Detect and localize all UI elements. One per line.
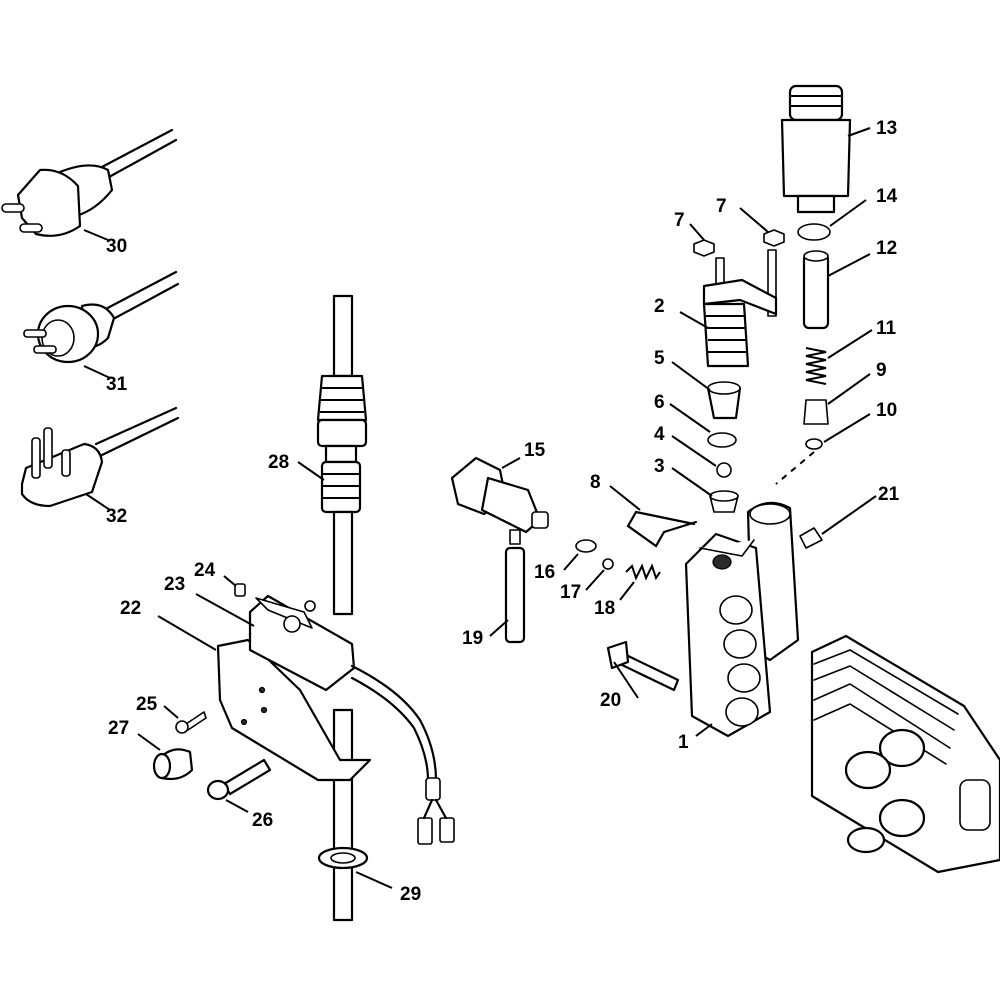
callout-16: 16 xyxy=(534,562,555,583)
ball-4 xyxy=(716,462,732,478)
o-ring-10 xyxy=(805,438,823,450)
spring-18 xyxy=(625,563,661,581)
piston-12 xyxy=(802,250,830,330)
callout-14: 14 xyxy=(876,186,898,207)
callout-1: 1 xyxy=(678,732,689,753)
callout-15: 15 xyxy=(524,440,546,461)
o-ring-16 xyxy=(575,539,597,553)
callout-23: 23 xyxy=(164,574,185,595)
callout-7b: 7 xyxy=(716,196,727,217)
unloader-valve-15 xyxy=(450,456,549,545)
valve-9 xyxy=(803,399,829,425)
callout-3: 3 xyxy=(654,456,665,477)
manifold-1 xyxy=(684,501,800,738)
valve-body-2 xyxy=(702,249,778,368)
callout-7a: 7 xyxy=(674,210,685,231)
pump-head-icon xyxy=(810,634,1000,874)
plug-21 xyxy=(799,527,823,549)
ball-17 xyxy=(602,558,614,570)
fitting-13 xyxy=(780,84,852,214)
callout-29: 29 xyxy=(400,884,421,905)
callout-5: 5 xyxy=(654,348,665,369)
screw-26 xyxy=(206,758,272,801)
callout-27: 27 xyxy=(108,718,129,739)
callout-24: 24 xyxy=(194,560,216,581)
knob-27 xyxy=(152,748,194,781)
nut-7b xyxy=(763,229,785,247)
u-clip-8 xyxy=(626,510,698,548)
bolt-20 xyxy=(606,640,680,692)
callout-6: 6 xyxy=(654,392,665,413)
seat-3 xyxy=(709,490,739,513)
callout-10: 10 xyxy=(876,400,897,421)
callout-9: 9 xyxy=(876,360,887,381)
callout-17: 17 xyxy=(560,582,581,603)
callout-30: 30 xyxy=(106,236,127,257)
callout-11: 11 xyxy=(876,318,897,339)
schuko-plug-icon xyxy=(1,128,178,237)
callout-20: 20 xyxy=(600,690,621,711)
callout-32: 32 xyxy=(106,506,127,527)
screw-25 xyxy=(175,711,207,734)
callout-26: 26 xyxy=(252,810,273,831)
seat-5 xyxy=(706,381,742,420)
callout-13: 13 xyxy=(876,118,897,139)
callout-8: 8 xyxy=(590,472,601,493)
o-ring-14 xyxy=(797,223,831,241)
nut-7a xyxy=(693,239,715,257)
callout-19: 19 xyxy=(462,628,483,649)
callout-25: 25 xyxy=(136,694,158,715)
round-pin-plug-icon xyxy=(23,270,180,364)
small-cap-24 xyxy=(234,583,246,597)
spring-11 xyxy=(805,347,827,385)
pressure-switch xyxy=(248,594,455,845)
callout-labels: 1 2 3 4 5 6 7 7 8 9 10 11 12 13 14 15 16… xyxy=(106,118,900,905)
mounting-bracket xyxy=(216,638,372,782)
leader-lines xyxy=(83,127,877,889)
callout-4: 4 xyxy=(654,424,665,445)
callout-22: 22 xyxy=(120,598,141,619)
callout-28: 28 xyxy=(268,452,289,473)
assembly-axis xyxy=(775,451,815,485)
hose-fitting xyxy=(316,294,369,922)
callout-31: 31 xyxy=(106,374,128,395)
callout-2: 2 xyxy=(654,296,665,317)
callout-21: 21 xyxy=(878,484,900,505)
three-pin-plug-icon xyxy=(20,406,180,508)
callout-12: 12 xyxy=(876,238,897,259)
o-ring-6 xyxy=(707,432,737,448)
callout-18: 18 xyxy=(594,598,615,619)
tube-19 xyxy=(504,546,526,644)
